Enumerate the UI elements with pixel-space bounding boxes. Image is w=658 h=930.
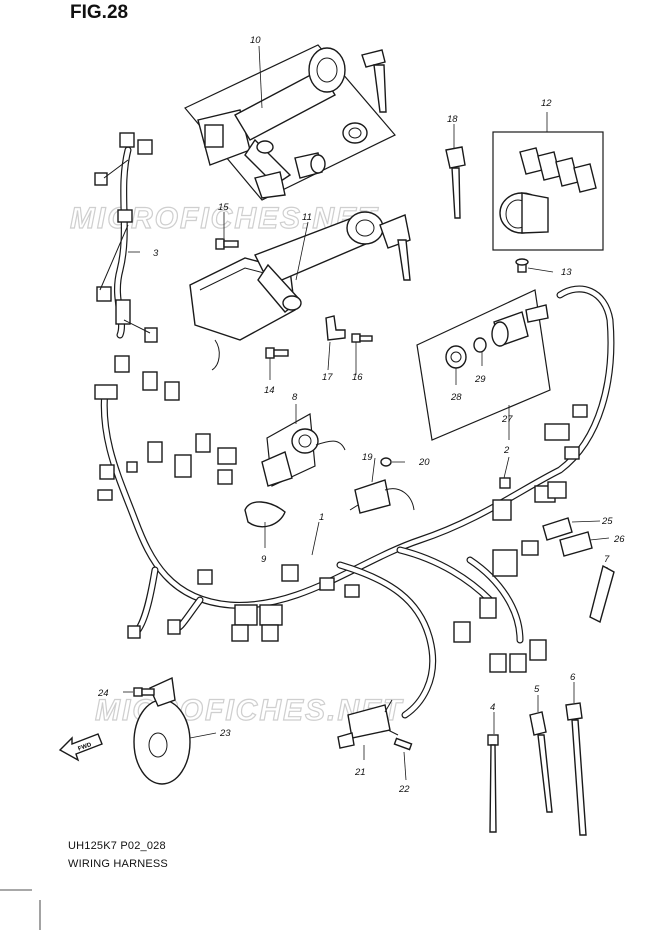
lamp-assembly-27[interactable]	[416, 289, 551, 441]
callout-17: 17	[322, 372, 333, 383]
bracket-17[interactable]	[325, 315, 346, 341]
callout-1: 1	[319, 512, 324, 523]
plate-9[interactable]	[244, 501, 286, 528]
callout-6: 6	[570, 672, 576, 683]
callout-14: 14	[264, 385, 275, 396]
callout-22: 22	[398, 784, 410, 795]
callout-26: 26	[613, 534, 625, 545]
screw-20[interactable]	[380, 457, 392, 467]
model-code-caption: UH125K7 P02_028	[68, 840, 166, 852]
sub-harness-3[interactable]	[94, 132, 158, 343]
connector-set-group[interactable]	[492, 131, 604, 251]
callout-18: 18	[447, 114, 458, 125]
bolt-15[interactable]	[215, 238, 239, 250]
screw-22[interactable]	[393, 737, 413, 751]
callout-3: 3	[153, 248, 159, 259]
steering-lock-assembly[interactable]	[189, 211, 411, 371]
connector-set-box	[492, 131, 604, 251]
forward-arrow-label: FWD	[77, 742, 93, 753]
switch-21[interactable]	[337, 699, 399, 749]
horn-23[interactable]	[133, 676, 191, 785]
section-title-caption: WIRING HARNESS	[68, 858, 168, 870]
connector-26[interactable]	[559, 531, 593, 557]
clamp-6[interactable]	[565, 702, 587, 836]
callout-7: 7	[604, 554, 610, 565]
clamp-4[interactable]	[487, 734, 499, 833]
callout-21: 21	[354, 767, 366, 778]
key-blank[interactable]	[445, 146, 466, 219]
socket-8[interactable]	[261, 413, 346, 487]
callout-13: 13	[561, 267, 572, 278]
figure-title: FIG.28	[70, 2, 129, 23]
callout-20: 20	[418, 457, 430, 468]
callout-2: 2	[503, 445, 510, 456]
callout-12: 12	[541, 98, 552, 109]
callout-4: 4	[490, 702, 495, 713]
callout-8: 8	[292, 392, 298, 403]
main-wiring-harness[interactable]	[94, 285, 615, 719]
switch-19[interactable]	[349, 479, 415, 514]
connector-25[interactable]	[542, 517, 573, 541]
ignition-lock-set-group[interactable]	[184, 44, 396, 201]
screw-13[interactable]	[515, 258, 529, 273]
callout-25: 25	[601, 516, 613, 527]
callout-27: 27	[501, 414, 513, 425]
ignition-set-box	[184, 44, 396, 201]
callout-29: 29	[474, 374, 486, 385]
callout-19: 19	[362, 452, 373, 463]
callout-16: 16	[352, 372, 363, 383]
screw-16[interactable]	[351, 333, 373, 343]
callout-11: 11	[302, 212, 312, 223]
clamp-5[interactable]	[529, 711, 553, 813]
callout-23: 23	[219, 728, 231, 739]
callout-10: 10	[250, 35, 261, 46]
tube-7[interactable]	[589, 564, 615, 624]
bolt-14[interactable]	[265, 347, 289, 359]
callout-24: 24	[97, 688, 109, 699]
forward-direction-arrow: FWD	[58, 733, 103, 762]
callout-28: 28	[450, 392, 462, 403]
callout-15: 15	[218, 202, 229, 213]
callout-9: 9	[261, 554, 267, 565]
callout-5: 5	[534, 684, 540, 695]
bolt-24[interactable]	[133, 687, 155, 697]
page-corner-mark	[0, 889, 41, 930]
